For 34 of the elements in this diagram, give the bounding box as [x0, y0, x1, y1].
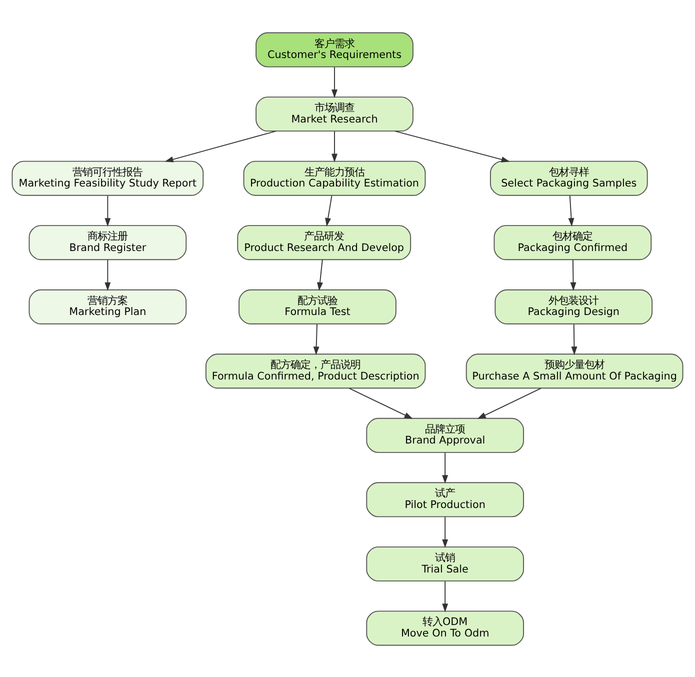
node-box: 产品研发 Product Research And Develop: [237, 224, 412, 260]
node-box: 配方试验 Formula Test: [238, 288, 396, 324]
node-box: 试销 Trial Sale: [366, 546, 524, 581]
node-box: 包材寻样 Select Packaging Samples: [490, 160, 648, 196]
node-box: 商标注册 Brand Register: [28, 224, 187, 260]
node-box: 品牌立项 Brand Approval: [366, 417, 524, 452]
node-box: 转入ODM Move On To Odm: [366, 610, 524, 646]
node-box: 客户需求 Customer's Requirements: [256, 32, 414, 67]
node-box: 市场调查 Market Research: [256, 96, 414, 132]
node-box: 预购少量包材 Purchase A Small Amount Of Packaging: [466, 353, 684, 388]
arrow: [104, 258, 111, 290]
arrow: [332, 66, 338, 98]
arrow: [442, 516, 448, 548]
arrow: [568, 194, 574, 226]
arrow: [394, 130, 510, 162]
node-box: 包材确定 Packaging Confirmed: [494, 224, 652, 260]
node-box: 外包装设计 Packaging Design: [494, 288, 653, 324]
arrow: [348, 387, 413, 418]
node-box: 试产 Pilot Production: [366, 482, 524, 517]
node-box: 生产能力预估 Production Capability Estimation: [243, 160, 426, 196]
arrow: [571, 323, 578, 355]
arrow: [477, 387, 542, 418]
arrow: [442, 452, 448, 484]
arrow: [317, 258, 323, 290]
node-box: 营销方案 Marketing Plan: [28, 288, 187, 324]
arrow: [332, 130, 338, 162]
arrow: [164, 130, 276, 162]
arrow: [313, 323, 320, 355]
node-box: 配方确定，产品说明 Formula Confirmed, Product Description: [206, 353, 426, 388]
arrow: [325, 194, 332, 226]
arrow: [442, 580, 448, 612]
arrow: [104, 194, 111, 226]
node-box: 营销可行性报告 Marketing Feasibility Study Report: [12, 160, 204, 196]
arrow: [570, 258, 576, 290]
